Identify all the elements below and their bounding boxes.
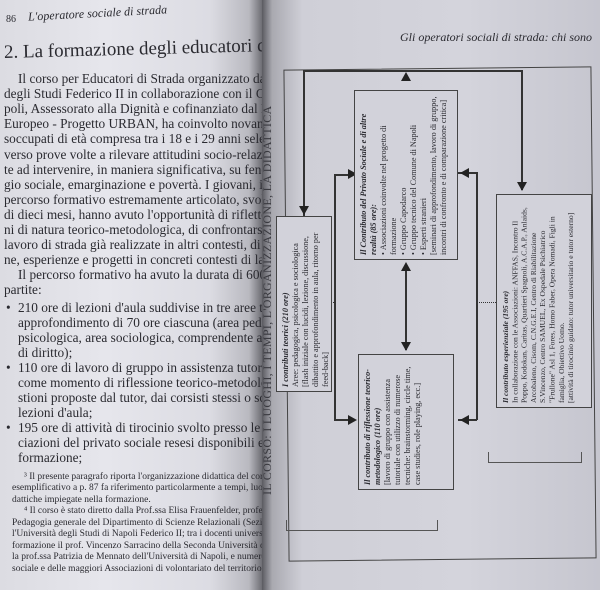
arrow-up-icon — [401, 72, 411, 81]
text-line: soccupati di età compresa tra i 18 e i 2… — [4, 131, 262, 147]
box-privato-sociale: Il Contributo del Privato Sociale e di a… — [354, 90, 458, 260]
text-line: 210 ore di lezioni d'aula suddivise in t… — [6, 300, 262, 316]
arrow-left-icon — [460, 415, 469, 425]
box-title: I contributi teorici (210 ore) — [281, 292, 290, 387]
connector-right-top — [521, 70, 523, 190]
page-number: 86 — [6, 14, 16, 25]
connector — [334, 419, 350, 421]
text-line: la prof.ssa Patrizia de Mennato dell'Uni… — [12, 552, 262, 562]
text-line: psicologica, area sociologica, comprende… — [18, 329, 262, 345]
text-line: 110 ore di lavoro di gruppo in assistenz… — [6, 360, 262, 376]
left-page: 86 L'operatore sociale di strada 2. La f… — [0, 0, 262, 590]
arrow-left-icon — [460, 168, 469, 178]
text-line: degli Studi Federico II in collaborazion… — [4, 86, 262, 102]
arrow-right-icon — [348, 169, 357, 179]
text-line: lezioni d'aula; — [18, 404, 93, 420]
text-line: stioni proposte dal tutor, dai corsisti … — [18, 389, 262, 405]
text-line: approfondimento di 70 ore ciascuna (area… — [18, 314, 262, 330]
text-line: 195 ore di attività di tirocinio svolto … — [6, 420, 262, 436]
arrow-up-icon — [401, 262, 411, 271]
box-text: [flash iniziale con lucidi, lezione, dis… — [301, 232, 330, 387]
connector-middle — [405, 270, 407, 350]
list-item: Gruppo Capodarco — [399, 95, 409, 255]
text-line: lavoro di strada già realizzate in altri… — [4, 237, 262, 253]
text-line: formazione; — [18, 449, 83, 465]
box-text: Aree: pedagogica, psicologica e sociolog… — [291, 243, 300, 387]
running-head: Gli operatori sociali di strada: chi son… — [400, 30, 600, 44]
list-item: Associazioni coinvolte nel progetto di f… — [379, 95, 399, 255]
box-text: In collaborazione con le Associazioni: A… — [510, 207, 566, 403]
connector-left-loop — [334, 174, 336, 420]
section-heading: 2. La formazione degli educatori di stra… — [3, 32, 262, 63]
text-line: ⁴ Il corso è stato diretto dalla Prof.ss… — [24, 506, 262, 516]
text-line: verso prove volte a rilevare attitudini … — [4, 146, 262, 162]
text-line: Pedagogia generale del Dipartimento di S… — [12, 517, 262, 528]
text-line: percorso formativo estremamente articola… — [4, 191, 262, 207]
text-line: Il percorso formativo ha avuto la durata… — [18, 267, 262, 283]
box-riflessione: Il contributo di riflessione teorico-met… — [358, 354, 454, 490]
text-line: esemplificativo a p. 87 fa riferimento p… — [12, 483, 262, 493]
text-line: di diritto); — [18, 344, 73, 360]
bracket — [488, 452, 582, 463]
arrow-right-icon — [348, 415, 357, 425]
text-line: ni di natura teorico-metodologica, di co… — [4, 222, 262, 237]
arrow-down-icon — [299, 206, 309, 215]
text-line: ne, esperienze e progetti in concreti co… — [4, 252, 262, 268]
text-line: poli, Assessorato alla Dignità e cofinan… — [4, 101, 262, 117]
box-title: Il contributo esperienziale (195 ore) — [501, 290, 510, 403]
box-title: Il contributo di riflessione teorico-met… — [363, 369, 382, 485]
box-title: Il Contributo del Privato Sociale e di a… — [359, 113, 378, 255]
list-item: Gruppo tecnico del Comune di Napoli — [409, 95, 419, 255]
box-text: [attività di tirocinio guidato: tutor un… — [566, 212, 576, 403]
box-text: [lavoro di gruppo con assistenza tutoria… — [383, 366, 422, 485]
text-line: Il corso per Educatori di Strada organiz… — [18, 71, 262, 86]
text-line: partite: — [4, 282, 42, 298]
running-head: L'operatore sociale di strada — [27, 2, 168, 24]
text-line: ciazioni del privato sociale resesi disp… — [18, 434, 262, 450]
running-head-text: Gli operatori sociali di strada: chi son… — [400, 30, 592, 44]
dotted-connector-right — [476, 302, 496, 303]
connector — [334, 174, 350, 176]
text-line: gio sociale, emarginazione e povertà. I … — [4, 176, 262, 192]
box-text: [seminari di approfondimento, lavoro di … — [429, 96, 448, 256]
connector-top — [303, 70, 522, 72]
text-line: sociale e delle maggiori Associazioni di… — [12, 563, 262, 574]
bracket — [286, 520, 438, 531]
text-line: formazione il prof. Vincenzo Sarracino d… — [12, 540, 262, 551]
box-contributi-teorici: I contributi teorici (210 ore) Aree: ped… — [276, 216, 332, 392]
connector-left-top — [303, 70, 305, 220]
text-line: come momento di riflessione teorico-meto… — [18, 374, 262, 390]
text-line: ³ Il presente paragrafo riporta l'organi… — [24, 471, 262, 482]
text-line: dattiche impiegate nella formazione. — [12, 494, 151, 505]
text-line: di dieci mesi, hanno avuto l'opportunità… — [4, 206, 262, 222]
text-line: l'Università degli Studi di Napoli Feder… — [12, 529, 262, 539]
text-line: te ad intervenire, in maniera significat… — [4, 161, 262, 177]
right-page: Gli operatori sociali di strada: chi son… — [262, 0, 600, 590]
text-line: Europeo - Progetto URBAN, ha coinvolto n… — [4, 116, 262, 132]
box-esperienziale: Il contributo esperienziale (195 ore) In… — [496, 194, 592, 408]
arrow-down-icon — [517, 182, 527, 191]
list-item: Esperti stranieri — [419, 95, 429, 255]
arrow-down-icon — [401, 342, 411, 351]
connector-right-loop — [476, 172, 478, 420]
